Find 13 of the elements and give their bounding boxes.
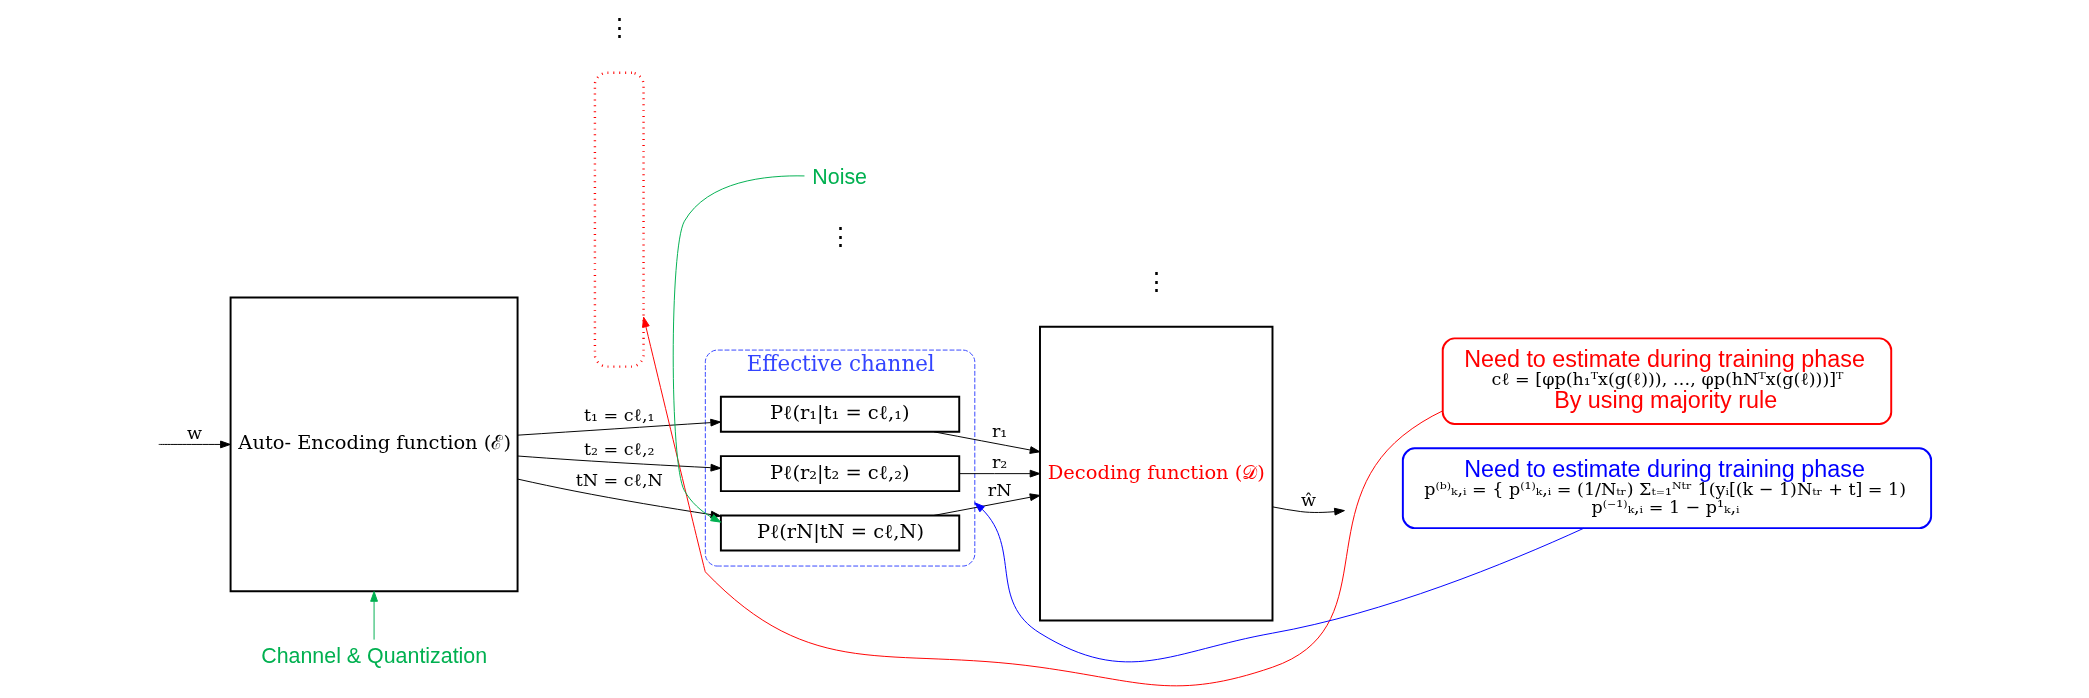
label: ⋮ [827,222,853,251]
label: ⋮ [1143,267,1169,296]
edge-label: rN [987,480,1012,501]
edge-label: t₁ = cℓ,₁ [583,404,655,425]
edge-label: ŵ [1301,490,1316,511]
edge-label: t₂ = cℓ,₂ [583,438,655,459]
label: ⋮ [606,13,632,42]
edge-label: w [187,422,203,443]
edge-label: r₂ [991,452,1008,473]
edge-label: tN = cℓ,N [575,469,663,490]
node-text: Noise [812,165,868,190]
edge-label: r₁ [991,421,1008,442]
node-text: Channel & Quantization [261,643,488,668]
